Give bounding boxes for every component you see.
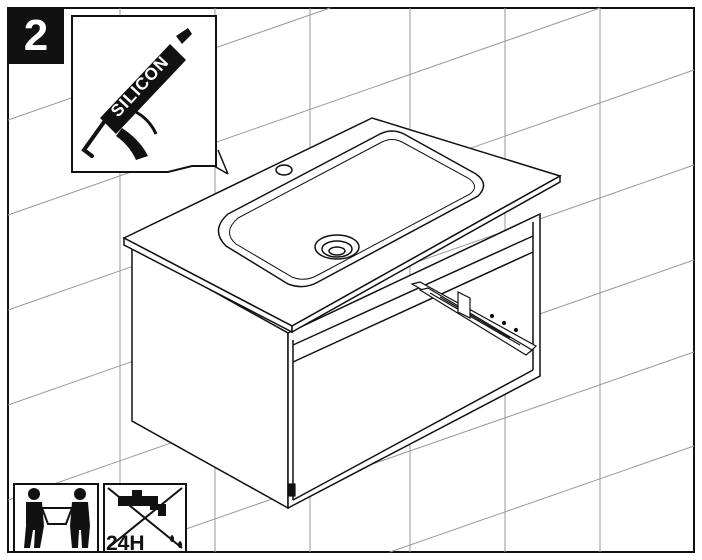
silicone-callout: SILICON bbox=[71, 15, 217, 173]
step-number-badge: 2 bbox=[8, 8, 64, 64]
drawer-rail bbox=[288, 281, 537, 497]
no-water-24h-icon: 24H bbox=[103, 483, 187, 555]
vanity-cabinet bbox=[131, 212, 541, 510]
bottom-icons: 24H bbox=[13, 483, 187, 555]
panel-border bbox=[7, 7, 695, 553]
two-person-lift-icon bbox=[13, 483, 99, 553]
washbasin-top bbox=[122, 117, 562, 334]
callout-leader bbox=[213, 149, 229, 175]
24h-label: 24H bbox=[106, 532, 145, 555]
